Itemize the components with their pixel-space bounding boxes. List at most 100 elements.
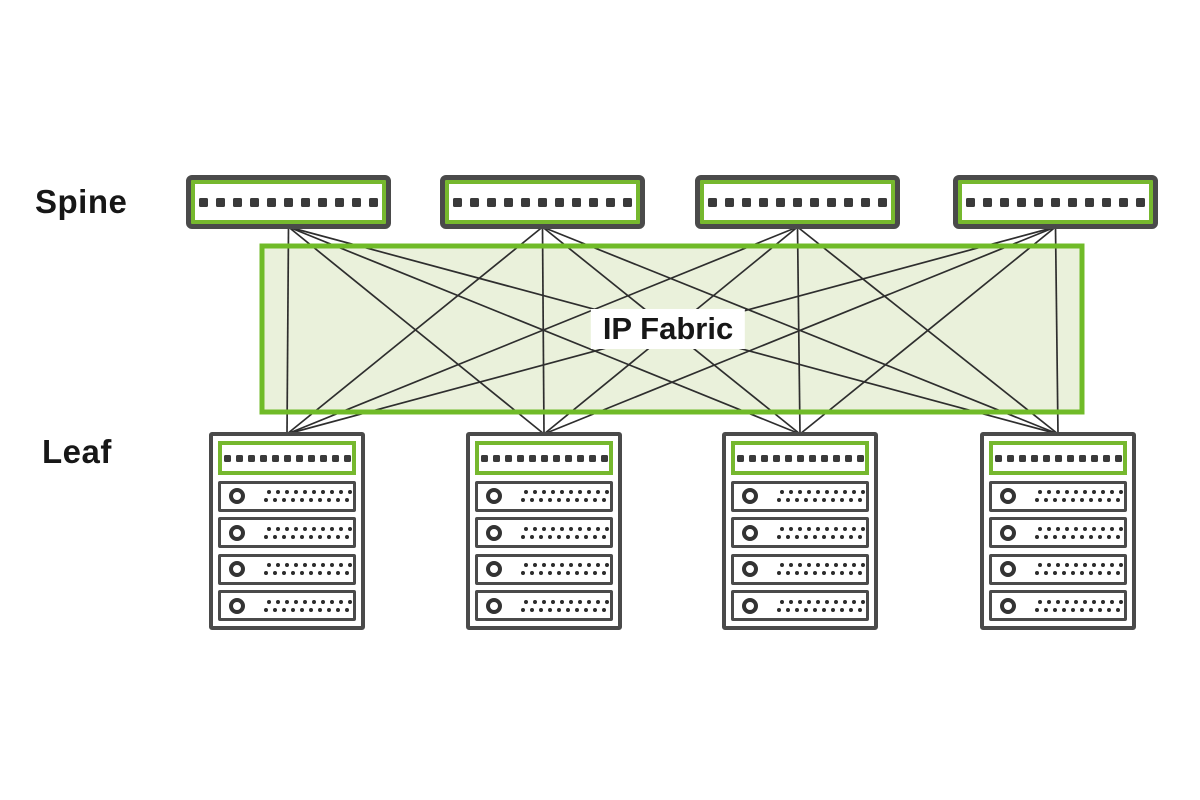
vent-dot-icon [795,498,799,502]
vent-dot-icon [339,599,343,604]
switch-port-icon [759,197,768,207]
vent-dot-icon [602,498,606,502]
switch-port-icon [589,197,598,207]
switch-port-icon [1034,197,1043,207]
vent-dot-icon [1065,526,1069,531]
switch-port-icon [810,197,819,207]
leaf-stack [722,432,878,630]
vent-dot-icon [276,526,280,531]
fabric-link-line [287,226,545,435]
leaf-switch [989,441,1127,475]
vent-dot-icon [542,563,546,567]
vent-dot-icon [816,563,820,567]
vent-dot-icon [1110,526,1114,531]
vent-dot-icon [777,571,781,575]
vent-row [1035,607,1120,612]
vent-dot-icon [267,599,271,604]
vent-dot-icon [777,498,781,502]
vent-dot-icon [539,498,543,502]
vent-row [521,498,606,502]
vent-dot-icon [312,526,316,531]
vent-dot-icon [813,534,817,539]
switch-port-icon [1018,454,1026,462]
vent-row [267,526,352,531]
vent-dot-icon [602,534,606,539]
vent-dot-icon [336,534,340,539]
vent-dot-icon [584,571,588,575]
power-indicator-icon [742,488,758,504]
server-vent-icon [521,526,609,539]
vent-dot-icon [1062,534,1066,539]
vent-row [1038,599,1123,604]
vent-row [780,526,865,531]
vent-dot-icon [605,490,609,494]
vent-dot-icon [291,607,295,612]
vent-dot-icon [345,534,349,539]
vent-dot-icon [533,490,537,494]
switch-port-icon [540,454,548,462]
vent-row [521,607,606,612]
vent-dot-icon [533,563,537,567]
vent-dot-icon [318,571,322,575]
vent-dot-icon [348,599,352,604]
vent-dot-icon [318,498,322,502]
server-unit [731,517,869,548]
vent-dot-icon [294,526,298,531]
switch-port-icon [480,454,488,462]
vent-dot-icon [849,571,853,575]
vent-dot-icon [816,526,820,531]
switch-port-icon [708,197,717,207]
vent-dot-icon [276,563,280,567]
fabric-link-line [799,226,1057,435]
vent-dot-icon [1116,534,1120,539]
server-vent-icon [1035,490,1123,502]
vent-dot-icon [345,498,349,502]
switch-port-icon [572,197,581,207]
vent-dot-icon [330,599,334,604]
vent-dot-icon [530,498,534,502]
vent-dot-icon [840,571,844,575]
vent-dot-icon [780,599,784,604]
switch-port-icon [748,454,756,462]
vent-row [524,563,609,567]
switch-port-icon [878,197,887,207]
server-vent-icon [521,599,609,612]
vent-dot-icon [804,607,808,612]
server-unit [989,480,1127,512]
vent-dot-icon [267,490,271,494]
vent-dot-icon [593,534,597,539]
vent-dot-icon [285,563,289,567]
leaf-stack [209,432,365,630]
vent-dot-icon [578,526,582,531]
switch-port-icon [784,454,792,462]
vent-dot-icon [1071,607,1075,612]
power-indicator-icon [742,597,758,614]
vent-dot-icon [267,526,271,531]
vent-dot-icon [1089,571,1093,575]
switch-port-icon [588,454,596,462]
vent-dot-icon [327,498,331,502]
vent-dot-icon [858,571,862,575]
vent-dot-icon [264,571,268,575]
vent-dot-icon [530,534,534,539]
vent-dot-icon [312,599,316,604]
switch-port-icon [1006,454,1014,462]
vent-dot-icon [273,571,277,575]
vent-row [780,599,865,604]
vent-row [264,607,349,612]
server-unit [989,517,1127,548]
switch-port-icon [1136,197,1145,207]
vent-dot-icon [294,490,298,494]
vent-dot-icon [1107,498,1111,502]
vent-dot-icon [300,498,304,502]
vent-dot-icon [530,571,534,575]
server-vent-icon [1035,599,1123,612]
vent-dot-icon [1119,563,1123,567]
vent-row [1038,563,1123,567]
vent-dot-icon [1092,599,1096,604]
switch-port-icon [267,197,276,207]
switch-port-icon [235,454,243,462]
vent-dot-icon [294,563,298,567]
switch-port-icon [521,197,530,207]
vent-dot-icon [566,571,570,575]
